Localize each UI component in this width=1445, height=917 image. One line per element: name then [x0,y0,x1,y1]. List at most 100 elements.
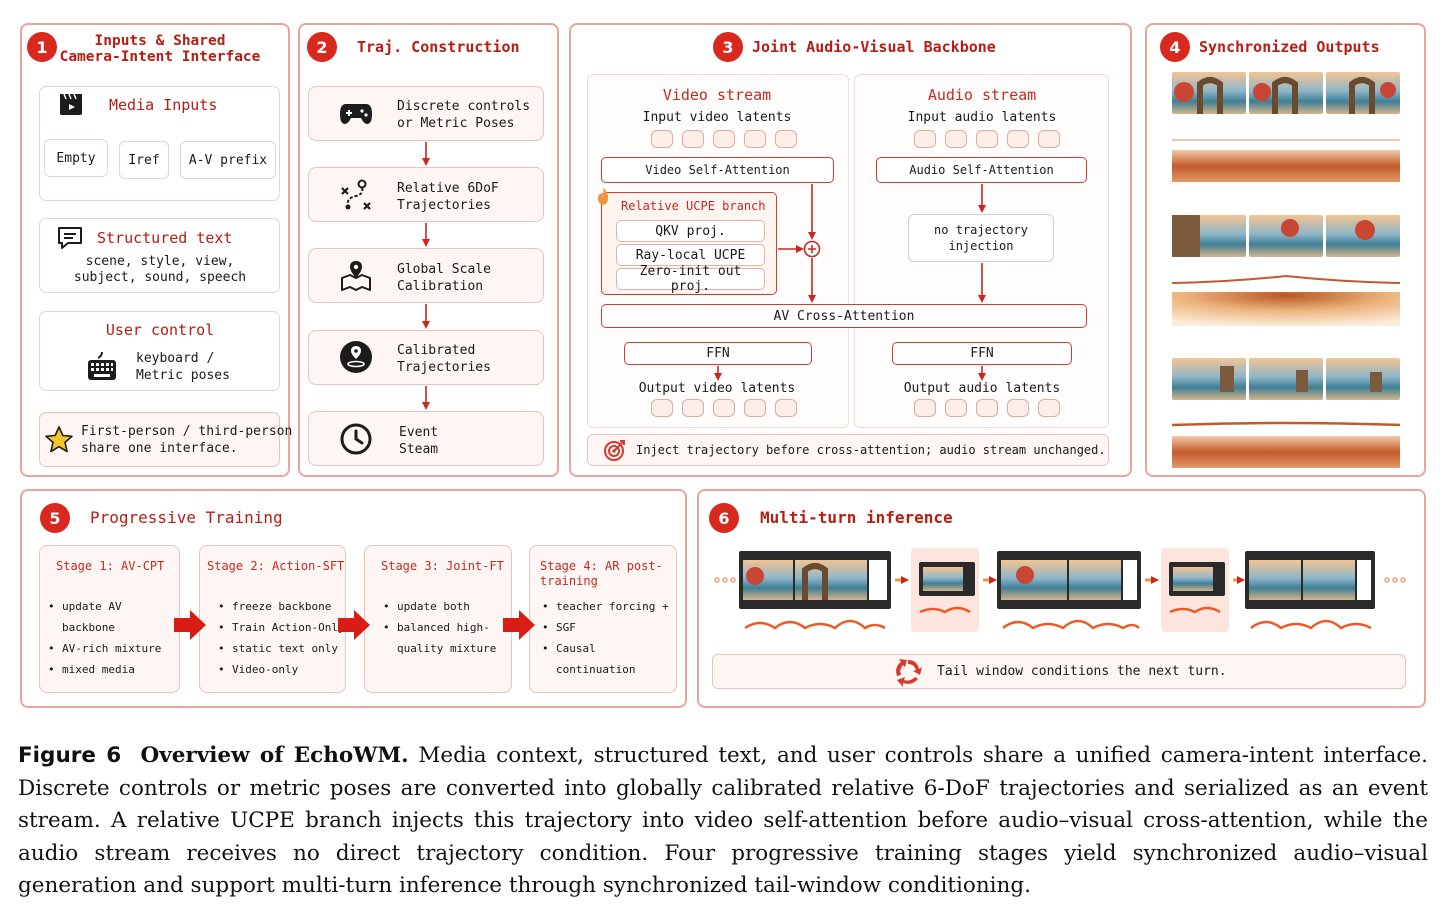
stage-item: mixed media [48,659,178,680]
figure-caption: Figure 6 Overview of EchoWM. Media conte… [18,740,1428,903]
trajectory-path-icon [341,179,371,210]
shared-interface-note-text: First-person / third-person share one in… [81,424,293,456]
traj-step-event [308,411,544,466]
output-video-latents [651,399,797,417]
figure-caption-text: Media context, structured text, and user… [18,743,1428,898]
stage-item: backbone [62,621,115,634]
output-video-latents-label: Output video latents [638,381,796,396]
stage-arrow-3 [503,610,535,640]
shared-interface-note [39,412,280,467]
synchronized-output-frames [1171,72,1401,468]
stage-arrows [174,610,535,640]
stage-item: Causal continuation [542,638,676,680]
chat-bubble-icon [58,227,82,249]
user-control-title: User control [105,321,215,339]
stage-4-title: Stage 4: AR post- training [540,559,663,588]
traj-step-event-text: Event Steam [399,425,439,457]
backbone-note-text: Inject trajectory before cross-attention… [636,443,1106,457]
stage-item: balanced high- [383,617,511,638]
inference-note [712,654,1406,689]
panel-title-training: Progressive Training [90,508,283,527]
panel-number-5: 5 [40,503,70,533]
output-audio-latents-label: Output audio latents [903,381,1061,396]
traj-step-relative-text: Relative 6DoF Trajectories [397,181,499,213]
panel-number-2: 2 [307,32,337,62]
structured-text-title: Structured text [97,229,233,247]
panel-number-1: 1 [27,32,57,62]
ucpe-ray-local: Ray-local UCPE [616,244,765,266]
stage-1-items: update AV backbone AV-rich mixture mixed… [48,596,178,680]
panel-number-3: 3 [713,32,743,62]
ucpe-qkv-proj: QKV proj. [616,220,765,242]
input-audio-latents-label: Input audio latents [907,110,1057,125]
stage-item: freeze backbone [218,596,346,617]
traj-step-discrete [308,86,544,141]
ucpe-branch-title: Relative UCPE branch [621,199,766,213]
backbone-note [587,434,1109,466]
structured-text-content: scene, style, view, subject, sound, spee… [73,254,247,285]
fire-icon [597,187,609,205]
audio-stream-title: Audio stream [927,86,1037,104]
chip-av-prefix: A-V prefix [180,141,276,179]
stage-item: teacher forcing + [542,596,676,617]
chip-iref: Iref [119,141,169,179]
stage-1-title: Stage 1: AV-CPT [56,559,165,573]
multi-turn-filmstrips [714,548,1406,632]
av-cross-attention: AV Cross-Attention [601,304,1087,328]
gamepad-icon [340,104,372,124]
structured-text-box [39,218,280,293]
panel-number-4: 4 [1160,32,1190,62]
cycle-arrows-icon [896,659,922,687]
stage-item: static text only [218,638,346,659]
panel-title-outputs: Synchronized Outputs [1199,38,1380,56]
traj-step-scale-text: Global Scale Calibration [397,262,491,294]
figure-caption-title: Overview of EchoWM. [140,743,409,768]
stage-arrow-1 [174,610,206,640]
stage-3-title: Stage 3: Joint-FT [381,559,504,573]
figure-label: Figure 6 [18,743,122,768]
audio-ffn: FFN [892,342,1072,365]
ucpe-zero-init: Zero-init out proj. [616,264,765,294]
stage-2-items: freeze backbone Train Action-Only static… [218,596,346,680]
no-trajectory-injection: no trajectory injection [908,214,1054,262]
map-pin-icon [341,261,371,291]
stage-2-title: Stage 2: Action-SFT [207,559,345,573]
video-ffn: FFN [624,342,812,365]
output-audio-latents [914,399,1060,417]
stage-item: Train Action-Only [218,617,346,638]
stage-item: Video-only [218,659,346,680]
panel-title-inputs: Inputs & Shared Camera-Intent Interface [59,33,261,65]
traj-flow-arrows [422,142,430,410]
clock-icon [340,423,372,455]
film-clapper-icon [60,93,82,115]
stage-arrow-2 [338,610,370,640]
user-control-content: keyboard / Metric poses [136,351,230,383]
panel-title-backbone: Joint Audio-Visual Backbone [752,38,996,56]
input-video-latents [651,130,797,148]
audio-self-attention: Audio Self-Attention [876,157,1087,183]
stage-3-items: update both balanced high- quality mixtu… [383,596,511,659]
input-video-latents-label: Input video latents [642,110,792,125]
calibrated-pin-icon [340,341,372,373]
video-self-attention: Video Self-Attention [601,157,834,183]
stage-4-items: teacher forcing + SGF Causal continuatio… [542,596,676,680]
chip-empty: Empty [44,139,108,177]
stage-item: AV-rich mixture [48,638,178,659]
user-control-box [39,311,280,391]
traj-step-discrete-text: Discrete controls or Metric Poses [397,99,531,131]
panel-title-inference: Multi-turn inference [760,508,953,527]
keyboard-icon [88,351,116,380]
star-icon [45,426,73,453]
inference-note-text: Tail window conditions the next turn. [937,664,1227,679]
traj-step-calibrated-text: Calibrated Trajectories [397,343,491,375]
panel-title-trajectory: Traj. Construction [357,38,520,56]
panel-number-6: 6 [709,503,739,533]
target-icon [604,440,625,461]
video-stream-title: Video stream [662,86,772,104]
stage-item: quality mixture [397,642,497,655]
media-inputs-title: Media Inputs [109,96,218,114]
stage-item: SGF [542,617,676,638]
stage-item: update AV [48,596,178,617]
input-audio-latents [914,130,1060,148]
backbone-arrows [714,184,986,381]
